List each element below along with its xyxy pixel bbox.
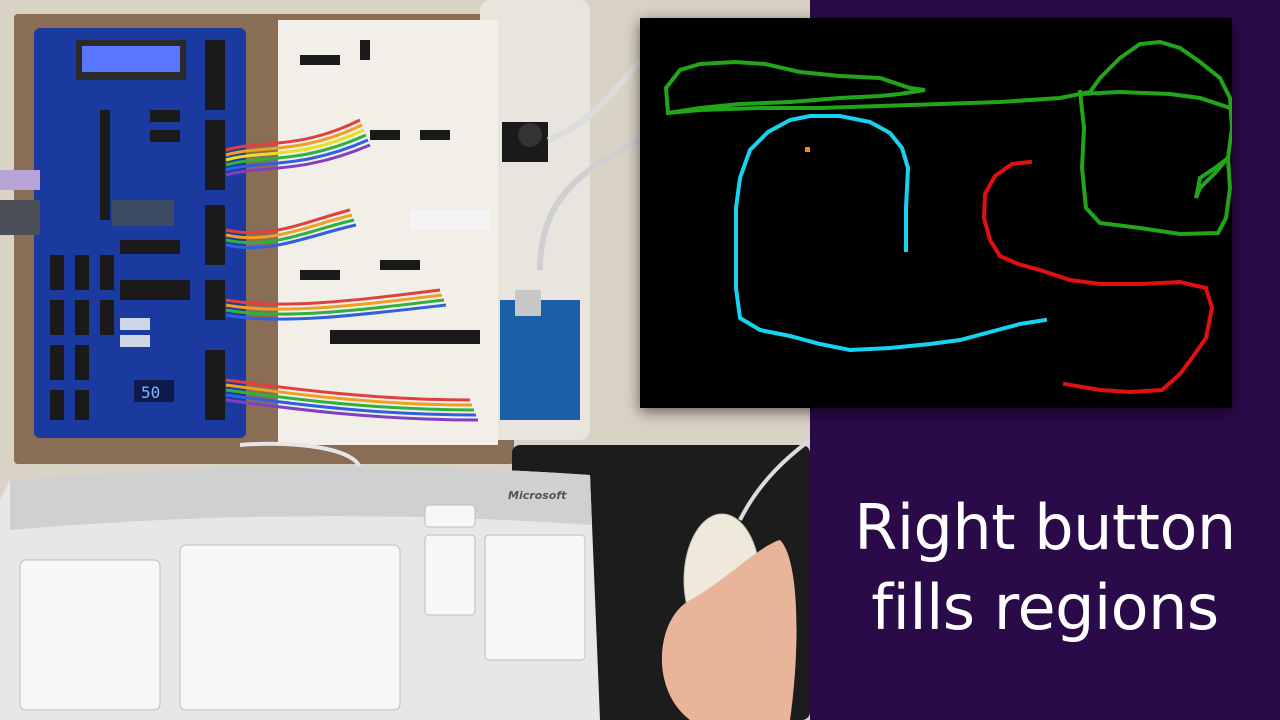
cyan-stroke [734, 114, 1048, 353]
caption: Right button fills regions [810, 488, 1280, 648]
breadboard-1 [278, 20, 498, 150]
green-stroke [663, 39, 1232, 199]
ic-long [330, 330, 480, 344]
paint-canvas [663, 39, 1232, 395]
cursor-dot [805, 147, 810, 152]
lcd-screen [82, 46, 180, 72]
green-stroke-2 [1077, 89, 1232, 237]
breadboard-3 [278, 300, 498, 445]
paint-screen [640, 18, 1232, 408]
svg-text:50: 50 [141, 383, 160, 402]
caption-line-1: Right button [854, 491, 1236, 564]
blue-pcb [34, 28, 246, 438]
svg-text:Microsoft: Microsoft [508, 489, 567, 502]
red-stroke [981, 159, 1215, 395]
seven-segment-display [134, 380, 174, 402]
green-stroke-3 [1077, 89, 1232, 111]
caption-line-2: fills regions [871, 571, 1219, 644]
hand [661, 540, 797, 720]
arduino-board [500, 300, 580, 420]
